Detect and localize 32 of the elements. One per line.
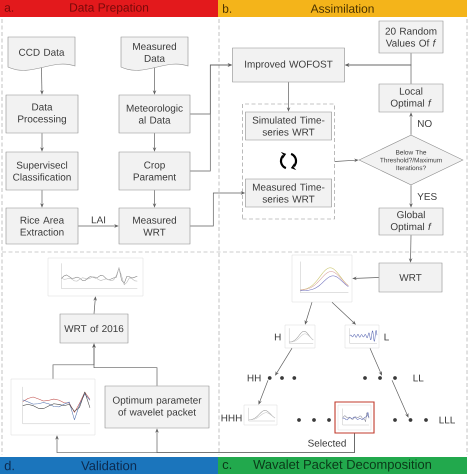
process-box: Crop Parament bbox=[118, 152, 190, 190]
section-letter: a. bbox=[4, 5, 14, 12]
level-label: HH bbox=[248, 374, 260, 382]
level-label: L bbox=[384, 334, 389, 340]
edge-label: NO bbox=[416, 118, 434, 128]
edge-label: YES bbox=[416, 192, 438, 202]
process-box: WRT of 2016 bbox=[60, 314, 128, 344]
chart-caption: Selected bbox=[308, 439, 346, 447]
process-box: Data Processing bbox=[6, 94, 78, 134]
line-chart bbox=[48, 258, 144, 296]
process-box: Measured WRT bbox=[118, 208, 190, 244]
line-chart bbox=[292, 254, 352, 302]
level-label: HHH bbox=[222, 414, 242, 422]
process-box: Improved WOFOST bbox=[232, 48, 345, 82]
level-label: LLL bbox=[440, 416, 455, 424]
level-label: H bbox=[274, 334, 280, 340]
process-box: Rice Area Extraction bbox=[6, 208, 78, 244]
section-letter: b. bbox=[222, 4, 232, 13]
process-box: Optimum parameter of wavelet packet bbox=[104, 386, 210, 428]
process-box: Local Optimal f bbox=[378, 84, 444, 112]
process-box: Meteorologic al Data bbox=[118, 94, 190, 134]
process-box: Measured Time-series WRT bbox=[245, 178, 332, 208]
process-box: WRT bbox=[378, 262, 442, 292]
level-label: LL bbox=[414, 374, 424, 382]
edge-label: LAI bbox=[90, 215, 107, 224]
section-letter: d. bbox=[4, 460, 14, 470]
process-box: Supervisecl Classification bbox=[6, 152, 78, 190]
section-letter: c. bbox=[222, 462, 232, 470]
line-chart bbox=[10, 378, 96, 436]
process-box: 20 Random Values Of f bbox=[378, 20, 444, 54]
process-box: Global Optimal f bbox=[378, 208, 444, 236]
process-box: Simulated Time-series WRT bbox=[245, 112, 332, 140]
